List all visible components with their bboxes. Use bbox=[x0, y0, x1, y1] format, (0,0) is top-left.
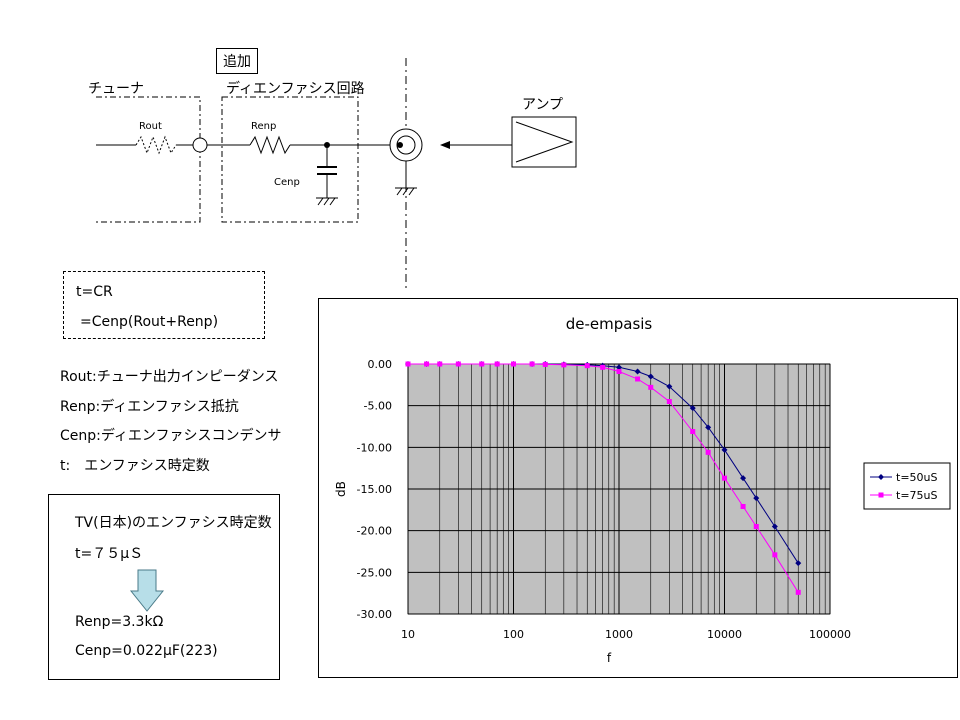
cenp-label: Cenp bbox=[274, 177, 300, 188]
data-point bbox=[494, 361, 500, 367]
y-tick-label: -15.00 bbox=[357, 483, 392, 496]
data-point bbox=[771, 523, 778, 530]
data-point bbox=[584, 363, 590, 369]
legend-box bbox=[863, 462, 951, 510]
tv-renp-value: Renp=3.3kΩ bbox=[75, 614, 164, 630]
data-point bbox=[705, 449, 711, 455]
data-point bbox=[479, 361, 485, 367]
chart-area: de-empasis 0.00 -5.00 -10.00 -15.00 -20.00 -25… bbox=[318, 298, 958, 678]
legend-marker bbox=[878, 492, 884, 498]
legend-label: t=75uS bbox=[896, 489, 937, 502]
down-arrow-icon bbox=[129, 569, 165, 612]
chart-title: de-empasis bbox=[566, 315, 653, 333]
data-point bbox=[689, 405, 696, 412]
tuner-label: チューナ bbox=[88, 81, 144, 97]
data-point bbox=[634, 368, 641, 375]
data-point bbox=[795, 560, 802, 567]
tv-title: TV(日本)のエンファシス時定数 bbox=[75, 515, 272, 531]
circuit-diagram bbox=[96, 58, 577, 290]
ground-hatch bbox=[329, 197, 336, 206]
x-tick-label: 100 bbox=[503, 628, 524, 641]
data-point bbox=[753, 495, 760, 502]
deemphasis-chart: de-empasis 0.00 -5.00 -10.00 -15.00 -20.00 -25… bbox=[334, 315, 951, 665]
tv-constant-box: TV(日本)のエンファシス時定数 t=７５μＳ Renp=3.3kΩ Cenp=… bbox=[48, 494, 280, 680]
data-point bbox=[795, 589, 801, 595]
data-point bbox=[616, 364, 622, 371]
data-point bbox=[647, 373, 654, 380]
x-tick-label: 1000 bbox=[605, 628, 633, 641]
tuner-output-terminal bbox=[192, 137, 208, 153]
data-point bbox=[511, 361, 516, 367]
data-point bbox=[600, 364, 606, 370]
legend-marker bbox=[878, 474, 884, 480]
deemphasis-label: ディエンファシス回路 bbox=[226, 81, 365, 97]
deemphasis-boundary bbox=[221, 96, 359, 223]
tv-time-constant: t=７５μＳ bbox=[75, 546, 144, 562]
ground-hatch bbox=[396, 187, 403, 196]
tv-cenp-value: Cenp=0.022μF(223) bbox=[75, 643, 218, 659]
y-axis-label: dB bbox=[334, 481, 348, 497]
data-point bbox=[405, 361, 411, 367]
add-label: 追加 bbox=[216, 48, 258, 74]
data-point bbox=[721, 446, 728, 453]
definition-cenp: Cenp:ディエンファシスコンデンサ bbox=[60, 428, 282, 444]
amplifier-box bbox=[511, 116, 577, 168]
ground-hatch bbox=[402, 187, 409, 196]
x-tick-label: 10 bbox=[401, 628, 415, 641]
amplifier-label: アンプ bbox=[522, 97, 564, 113]
data-point bbox=[666, 399, 672, 404]
y-tick-label: 0.00 bbox=[368, 358, 393, 371]
legend-label: t=50uS bbox=[896, 471, 937, 484]
formula-line-1: t=CR bbox=[76, 284, 113, 300]
rout-resistor bbox=[135, 135, 177, 155]
data-point bbox=[690, 429, 696, 434]
renp-resistor bbox=[249, 135, 291, 155]
data-point bbox=[753, 524, 759, 529]
y-tick-label: -5.00 bbox=[364, 400, 392, 413]
data-point bbox=[529, 361, 535, 367]
data-point bbox=[772, 552, 778, 558]
data-point bbox=[740, 504, 746, 509]
ground-hatch bbox=[408, 187, 415, 196]
tuner-boundary bbox=[96, 96, 201, 223]
formula-box: t=CR =Cenp(Rout+Renp) bbox=[63, 271, 265, 339]
ground-hatch bbox=[317, 197, 324, 206]
data-point bbox=[616, 369, 622, 374]
data-point bbox=[648, 384, 654, 390]
definition-renp: Renp:ディエンファシス抵抗 bbox=[60, 399, 239, 415]
data-point bbox=[424, 361, 430, 367]
definition-t: t: エンファシス時定数 bbox=[60, 458, 210, 474]
data-point bbox=[561, 362, 567, 368]
x-tick-label: 100000 bbox=[809, 628, 851, 641]
renp-label: Renp bbox=[251, 121, 277, 132]
data-point bbox=[705, 424, 712, 431]
data-point bbox=[455, 361, 461, 367]
data-point bbox=[437, 361, 443, 367]
amplifier-symbol bbox=[515, 121, 574, 163]
data-point bbox=[542, 361, 548, 367]
data-point bbox=[635, 376, 641, 382]
x-axis-label: f bbox=[607, 651, 612, 665]
definition-rout: Rout:チューナ出力インピーダンス bbox=[60, 369, 279, 385]
formula-line-2: =Cenp(Rout+Renp) bbox=[80, 314, 219, 330]
data-point bbox=[722, 475, 727, 481]
signal-arrow-head bbox=[440, 141, 450, 149]
x-tick-label: 10000 bbox=[707, 628, 742, 641]
y-tick-label: -25.00 bbox=[357, 566, 392, 579]
y-tick-label: -20.00 bbox=[357, 525, 392, 538]
y-tick-label: -10.00 bbox=[357, 441, 392, 454]
rout-label: Rout bbox=[139, 121, 162, 132]
ground-hatch bbox=[323, 197, 330, 206]
data-point bbox=[666, 383, 673, 390]
rca-jack-pin bbox=[397, 142, 403, 148]
data-point bbox=[740, 475, 747, 482]
y-tick-label: -30.00 bbox=[357, 608, 392, 621]
